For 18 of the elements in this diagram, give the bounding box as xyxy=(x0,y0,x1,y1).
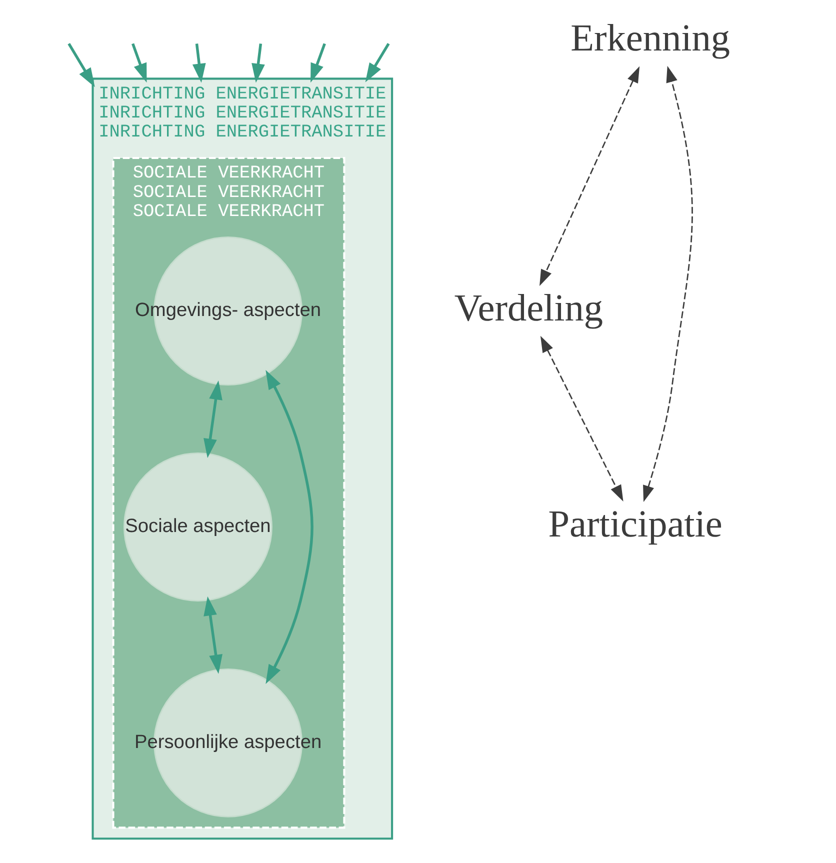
arrow xyxy=(364,42,390,82)
arrow xyxy=(67,42,94,87)
arrow xyxy=(265,370,313,684)
arrow xyxy=(251,43,264,82)
arrow xyxy=(310,42,326,82)
arrow xyxy=(540,335,623,502)
node-label: Persoonlijke aspecten xyxy=(134,731,322,752)
arrow xyxy=(642,65,692,502)
arrow xyxy=(203,596,222,674)
node-text: Erkenning xyxy=(570,17,730,60)
arrow xyxy=(539,66,640,286)
node-label: Omgevings- aspecten xyxy=(134,300,321,321)
node-circle: Sociale aspecten xyxy=(123,452,272,601)
node-text: Participatie xyxy=(548,502,722,545)
arrow xyxy=(131,42,146,82)
arrow xyxy=(192,43,206,82)
node-text: Verdeling xyxy=(454,286,603,329)
arrow xyxy=(203,380,222,458)
